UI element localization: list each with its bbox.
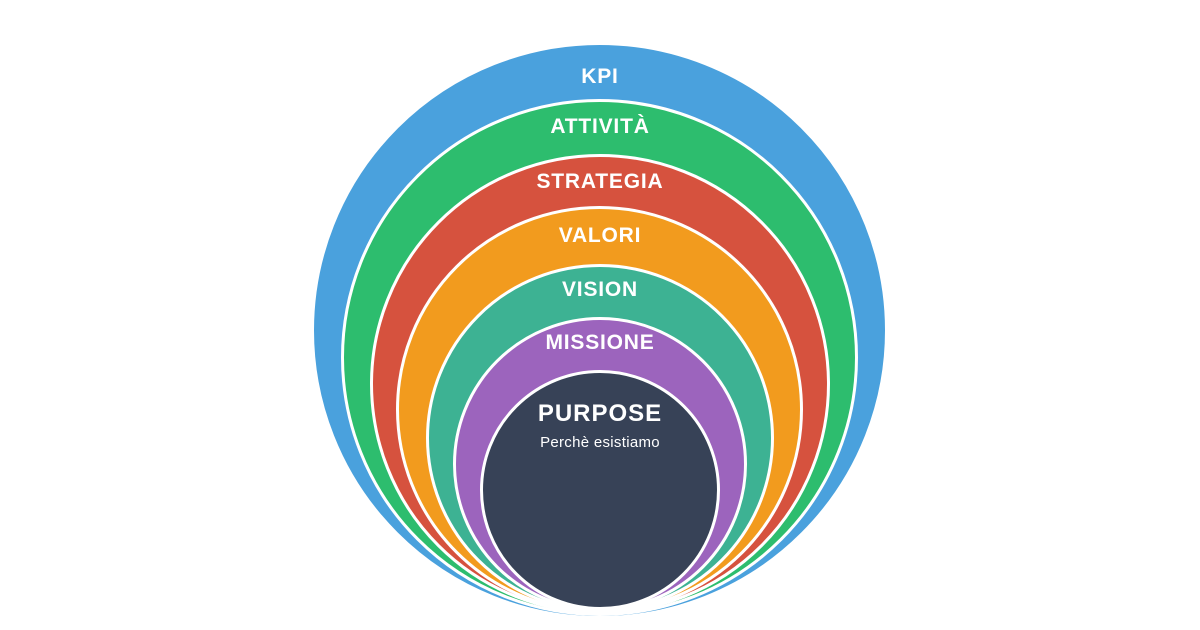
ring-purpose [480, 370, 720, 610]
purpose-subtitle: Perchè esistiamo [540, 434, 660, 451]
ring-label-missione: MISSIONE [545, 331, 655, 354]
ring-label-strategia: STRATEGIA [536, 170, 664, 193]
ring-label-attivita: ATTIVITÀ [550, 115, 650, 138]
ring-label-vision: VISION [562, 278, 638, 301]
ring-label-kpi: KPI [581, 65, 619, 88]
ring-label-purpose: PURPOSE [537, 400, 663, 427]
ring-label-valori: VALORI [558, 224, 642, 247]
